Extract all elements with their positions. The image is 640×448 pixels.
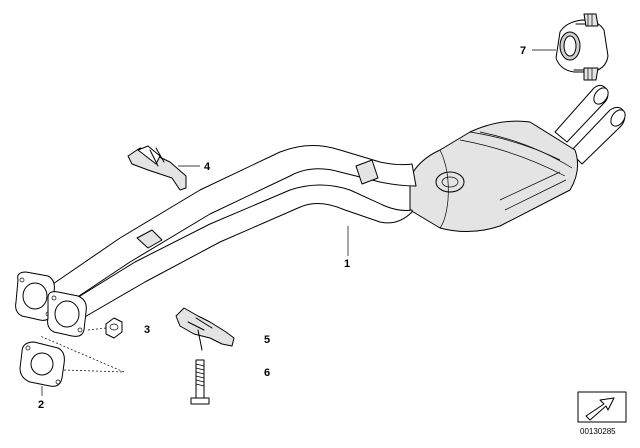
callout-4: 4 (204, 161, 211, 173)
holder[interactable] (175, 307, 235, 351)
callout-3: 3 (144, 324, 150, 336)
nut-leader-dash (87, 327, 107, 331)
callout-5: 5 (264, 334, 270, 346)
inlet-flange-right[interactable] (47, 291, 87, 337)
callout-7: 7 (520, 45, 526, 57)
gasket[interactable] (19, 341, 65, 387)
nut[interactable] (105, 317, 123, 339)
pipe-clamp[interactable] (555, 13, 609, 81)
callout-2: 2 (38, 399, 44, 411)
bolt[interactable] (190, 359, 210, 405)
callout-6: 6 (264, 367, 270, 379)
inlet-flange-left[interactable] (15, 271, 55, 321)
reference-number: 00130285 (580, 427, 616, 436)
callout-1: 1 (344, 258, 350, 270)
gasket-leader-dash (39, 335, 125, 373)
front-pipe[interactable] (49, 84, 628, 323)
direction-arrow-icon (585, 397, 615, 421)
reference-box (577, 391, 627, 423)
bracket-upper[interactable] (127, 145, 187, 191)
